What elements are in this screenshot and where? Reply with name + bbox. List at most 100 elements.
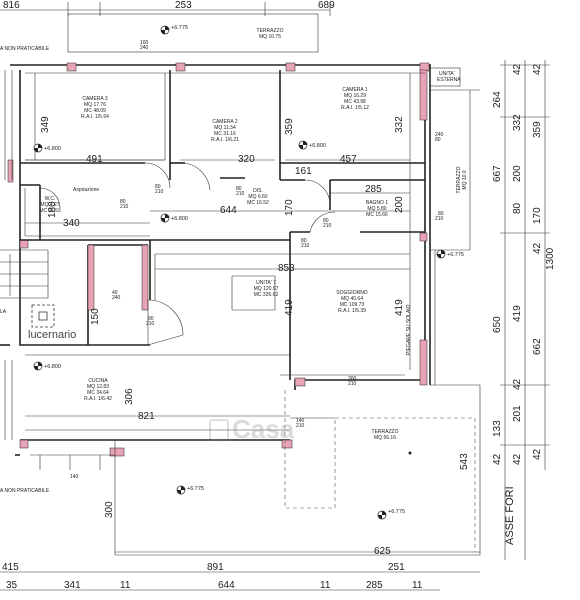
svg-text:MQ 5.80: MQ 5.80 bbox=[367, 206, 386, 212]
svg-text:+6.800: +6.800 bbox=[309, 143, 326, 149]
unita-esterna-1: UNITA' bbox=[439, 71, 455, 77]
svg-text:42: 42 bbox=[532, 63, 543, 75]
elevation-marker: +6.775 bbox=[160, 25, 188, 35]
svg-text:340: 340 bbox=[63, 218, 80, 229]
svg-text:+6.800: +6.800 bbox=[44, 146, 61, 152]
room-cucina: CUCINA MQ 12.83 MC 34.64 R.A.I. 1/6.42 bbox=[84, 378, 112, 402]
room-wc: W.C. MQ 4.27 MC 11.53 bbox=[39, 196, 61, 214]
svg-text:240: 240 bbox=[140, 45, 149, 51]
svg-text:644: 644 bbox=[218, 580, 235, 591]
svg-text:240: 240 bbox=[112, 295, 121, 301]
svg-text:200: 200 bbox=[512, 165, 523, 182]
svg-text:150: 150 bbox=[90, 308, 101, 325]
svg-text:170: 170 bbox=[532, 207, 543, 224]
bottom-dimension-lines: 415 891 251 35 341 11 644 11 285 11 bbox=[0, 562, 480, 591]
room-unita: UNITA' 7 MQ 120.97 MC 326.62 bbox=[254, 280, 279, 298]
svg-text:+6.800: +6.800 bbox=[171, 216, 188, 222]
svg-text:285: 285 bbox=[365, 184, 382, 195]
svg-text:210: 210 bbox=[296, 423, 305, 429]
svg-text:662: 662 bbox=[532, 338, 543, 355]
svg-text:161: 161 bbox=[295, 166, 312, 177]
svg-text:11: 11 bbox=[320, 580, 331, 591]
svg-text:MC 11.53: MC 11.53 bbox=[39, 208, 61, 214]
piegare-label: PIEGARE SU SOLAIO bbox=[406, 304, 412, 355]
svg-text:MQ 16.29: MQ 16.29 bbox=[344, 93, 366, 99]
room-camera3: CAMERA 3 MQ 17.76 MC 48.09 R.A.I. 1/5.64 bbox=[81, 96, 109, 120]
svg-text:415: 415 bbox=[2, 562, 19, 573]
svg-text:MC 31.16: MC 31.16 bbox=[214, 131, 236, 137]
svg-text:+6.775: +6.775 bbox=[171, 25, 188, 31]
watermark: Casa bbox=[209, 414, 295, 444]
svg-text:543: 543 bbox=[459, 453, 470, 470]
svg-text:359: 359 bbox=[532, 121, 543, 138]
svg-text:306: 306 bbox=[124, 388, 135, 405]
svg-text:90: 90 bbox=[148, 316, 154, 322]
svg-text:210: 210 bbox=[155, 189, 164, 195]
label-la: LA bbox=[0, 309, 7, 315]
svg-text:210: 210 bbox=[120, 204, 129, 210]
svg-text:457: 457 bbox=[340, 154, 357, 165]
svg-text:40: 40 bbox=[112, 290, 118, 296]
svg-text:491: 491 bbox=[86, 154, 103, 165]
svg-text:1300: 1300 bbox=[545, 247, 556, 270]
top-dimension-line: 816 253 689 bbox=[0, 0, 335, 16]
svg-text:+6.775: +6.775 bbox=[187, 486, 204, 492]
svg-text:650: 650 bbox=[492, 316, 503, 333]
interior-dimensions: 491 320 457 161 285 644 340 853 821 306 … bbox=[25, 116, 480, 557]
svg-text:MQ 6.60: MQ 6.60 bbox=[248, 194, 267, 200]
svg-text:80: 80 bbox=[120, 199, 126, 205]
svg-text:251: 251 bbox=[388, 562, 405, 573]
svg-text:133: 133 bbox=[492, 420, 503, 437]
svg-text:891: 891 bbox=[207, 562, 224, 573]
svg-text:SOGGIORNO: SOGGIORNO bbox=[336, 290, 368, 296]
svg-text:210: 210 bbox=[348, 381, 357, 387]
svg-text:667: 667 bbox=[492, 165, 503, 182]
non-praticabile-bottom: A NON PRATICABILE bbox=[0, 488, 50, 494]
svg-text:80: 80 bbox=[323, 218, 329, 224]
unita-esterna-2: ESTERNA bbox=[437, 77, 461, 83]
elevation-marker: +6.775 bbox=[436, 249, 464, 259]
elevation-marker: +6.800 bbox=[298, 140, 326, 150]
room-dis: DIS. MQ 6.60 MC 16.52 bbox=[247, 188, 269, 206]
terrazzo-right-area: MQ 10.0 bbox=[462, 170, 468, 189]
svg-text:419: 419 bbox=[284, 299, 295, 316]
svg-text:R.A.I. 1/5.64: R.A.I. 1/5.64 bbox=[81, 114, 109, 120]
svg-text:80: 80 bbox=[438, 211, 444, 217]
svg-text:R.A.I. 1/5.39: R.A.I. 1/5.39 bbox=[338, 308, 366, 314]
svg-text:CAMERA 1: CAMERA 1 bbox=[342, 87, 368, 93]
svg-text:210: 210 bbox=[435, 216, 444, 222]
svg-text:300: 300 bbox=[348, 376, 357, 382]
svg-text:201: 201 bbox=[512, 405, 523, 422]
svg-text:R.A.I. 1/6.42: R.A.I. 1/6.42 bbox=[84, 396, 112, 402]
elevation-marker: +6.800 bbox=[33, 143, 61, 153]
svg-text:320: 320 bbox=[238, 154, 255, 165]
room-camera2: CAMERA 2 MQ 11.54 MC 31.16 R.A.I. 1/6.21 bbox=[211, 119, 239, 143]
elevation-marker: +6.775 bbox=[176, 485, 204, 495]
svg-text:Casa: Casa bbox=[232, 414, 295, 444]
svg-text:CAMERA 2: CAMERA 2 bbox=[212, 119, 238, 125]
dim-top-253: 253 bbox=[175, 0, 192, 11]
svg-text:644: 644 bbox=[220, 205, 237, 216]
elevation-marker: +6.800 bbox=[33, 361, 61, 371]
svg-text:210: 210 bbox=[301, 243, 310, 249]
svg-text:853: 853 bbox=[278, 263, 295, 274]
svg-text:MC 43.98: MC 43.98 bbox=[344, 99, 366, 105]
elevation-marker: +6.775 bbox=[377, 509, 405, 520]
svg-text:42: 42 bbox=[512, 453, 523, 465]
svg-text:UNITA' 7: UNITA' 7 bbox=[256, 280, 276, 286]
svg-text:80: 80 bbox=[512, 202, 523, 214]
svg-text:80: 80 bbox=[301, 238, 307, 244]
svg-text:332: 332 bbox=[394, 116, 405, 133]
asse-fori-label: ASSE FORI bbox=[504, 486, 516, 545]
svg-text:42: 42 bbox=[492, 453, 503, 465]
svg-text:R.A.I. 1/5.12: R.A.I. 1/5.12 bbox=[341, 105, 369, 111]
non-praticabile-top: A NON PRATICABILE bbox=[0, 46, 50, 52]
svg-text:42: 42 bbox=[532, 242, 543, 254]
svg-text:300: 300 bbox=[104, 501, 115, 518]
svg-text:240: 240 bbox=[435, 132, 444, 138]
svg-text:42: 42 bbox=[512, 378, 523, 390]
svg-text:+6.775: +6.775 bbox=[447, 252, 464, 258]
svg-text:W.C.: W.C. bbox=[45, 196, 56, 202]
